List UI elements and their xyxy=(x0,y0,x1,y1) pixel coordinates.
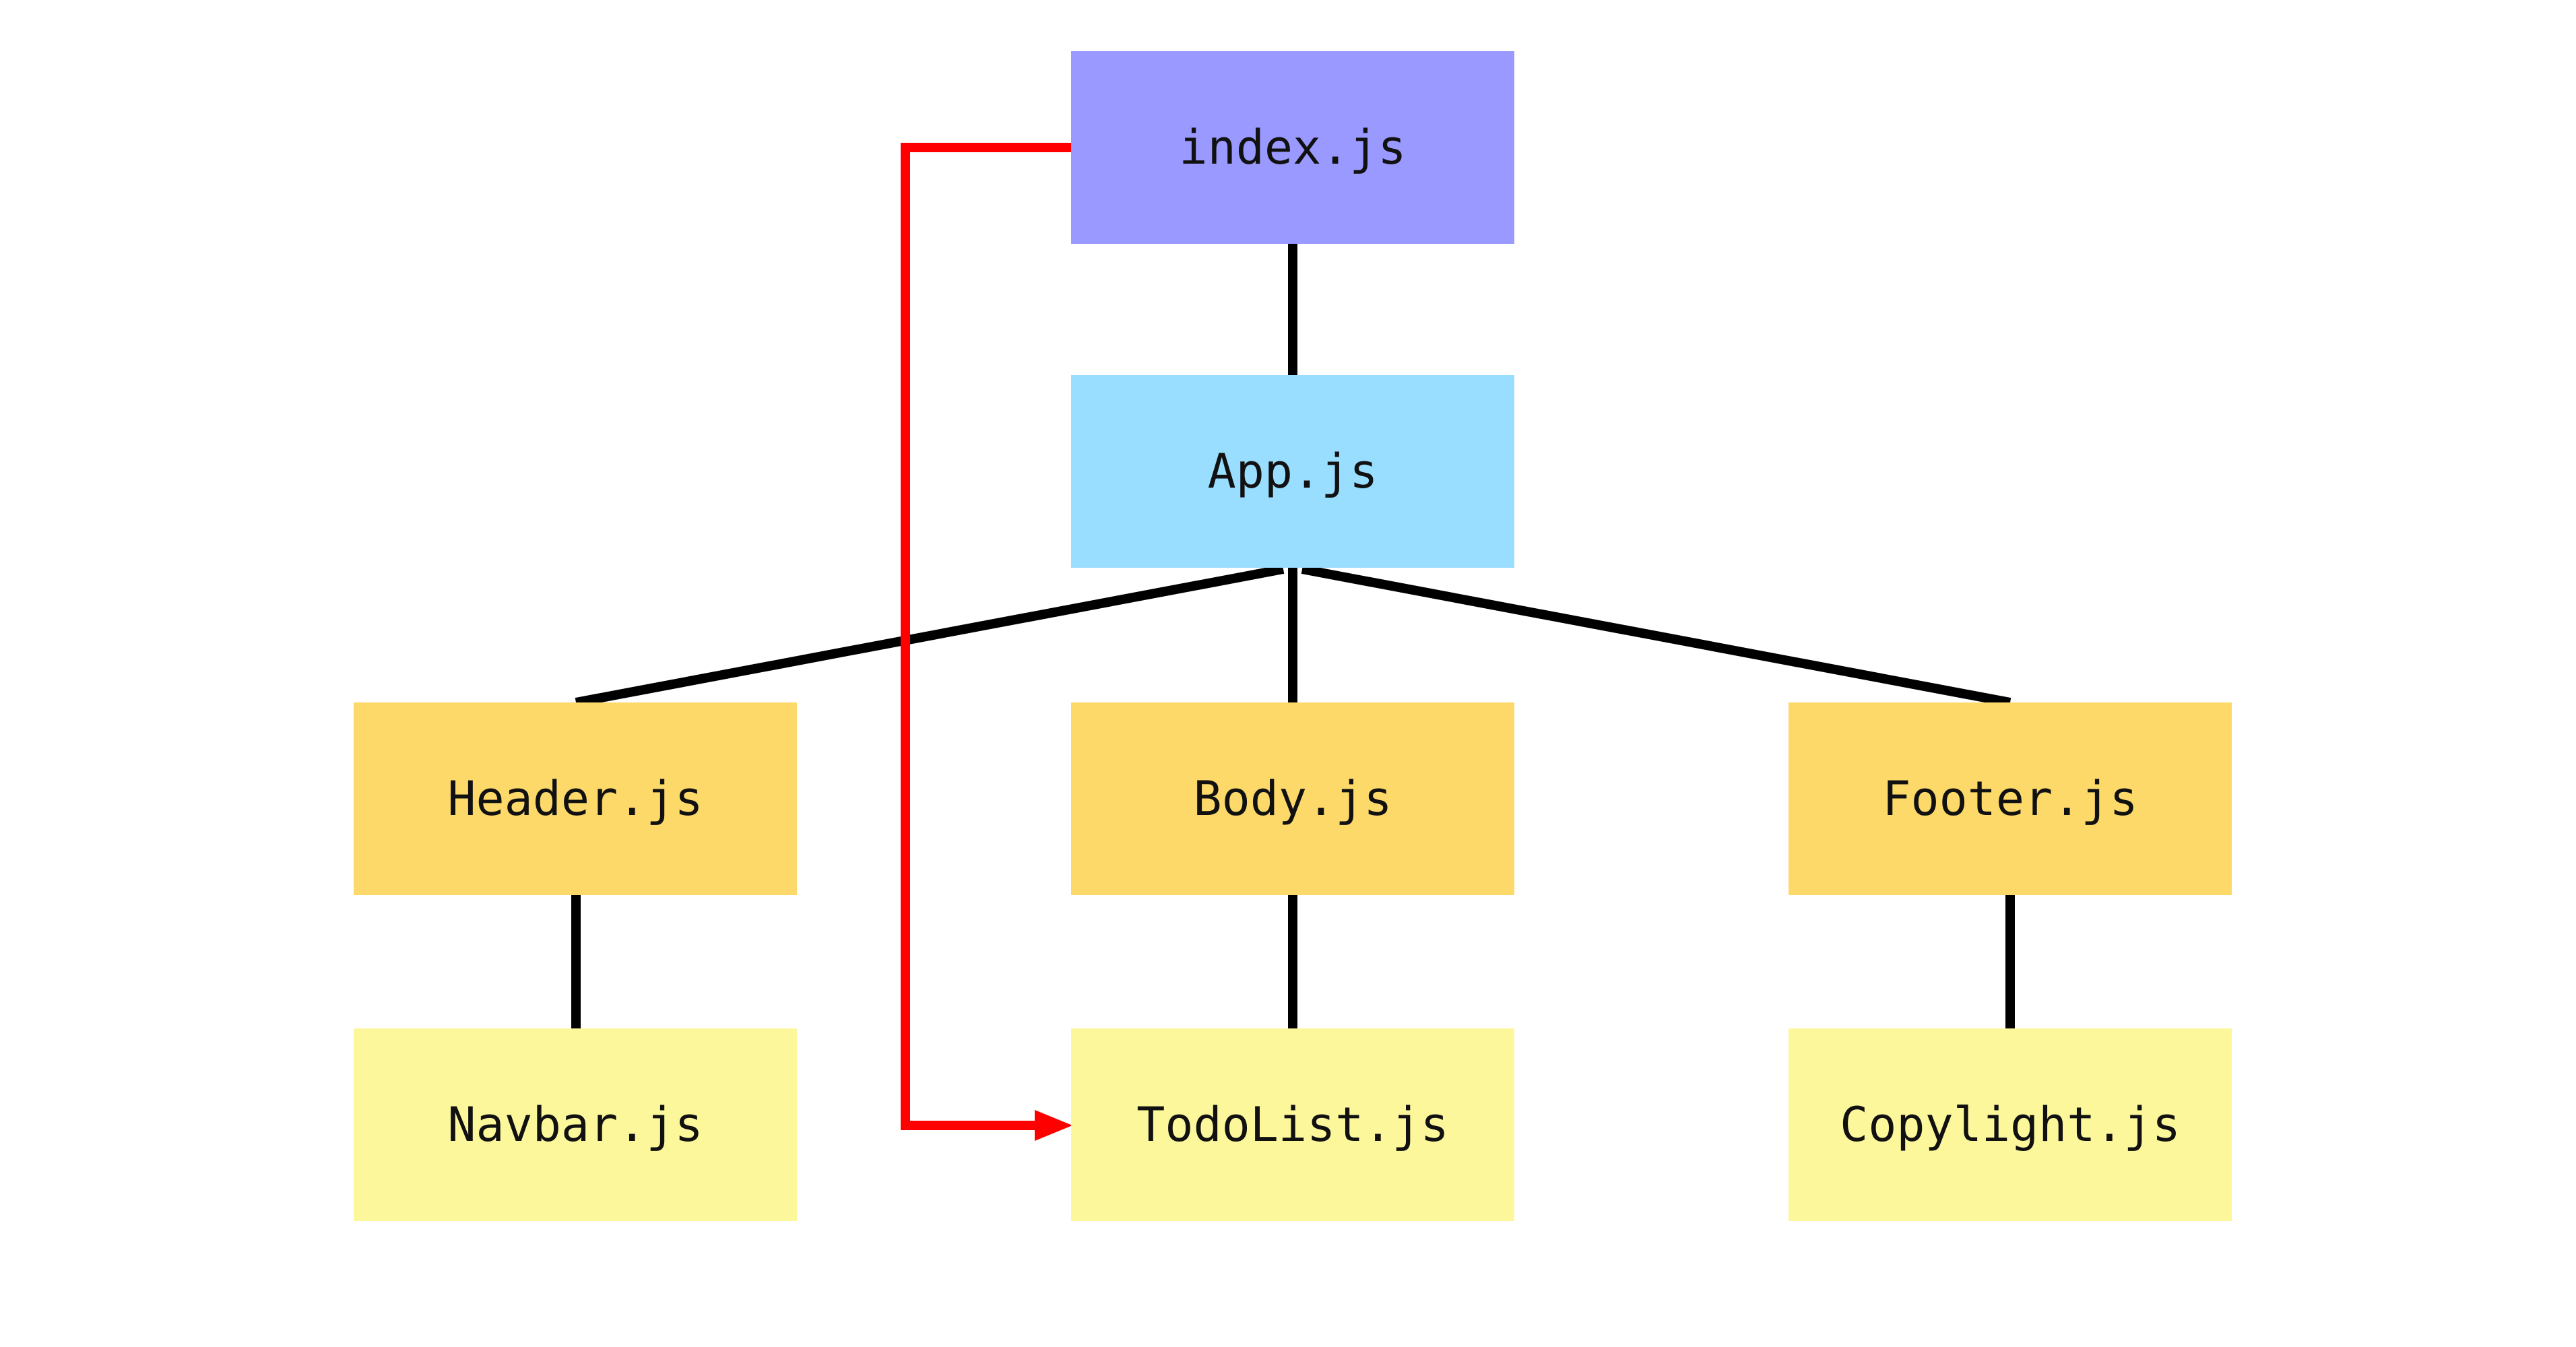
node-copylight-js: Copylight.js xyxy=(1789,1028,2232,1221)
node-index-js: index.js xyxy=(1071,51,1514,244)
node-body-js: Body.js xyxy=(1071,702,1514,895)
node-label: Header.js xyxy=(447,771,703,826)
node-navbar-js: Navbar.js xyxy=(354,1028,797,1221)
node-todolist-js: TodoList.js xyxy=(1071,1028,1514,1221)
node-label: App.js xyxy=(1207,444,1378,499)
red-arrowhead-icon xyxy=(1035,1110,1072,1141)
node-label: Navbar.js xyxy=(447,1097,703,1152)
node-label: Body.js xyxy=(1193,771,1392,826)
red-arrow-index-to-todolist xyxy=(901,143,1071,1130)
node-label: index.js xyxy=(1179,120,1407,175)
node-footer-js: Footer.js xyxy=(1789,702,2232,895)
node-header-js: Header.js xyxy=(354,702,797,895)
node-label: TodoList.js xyxy=(1136,1097,1449,1152)
edge-app-header xyxy=(575,564,1285,707)
edge-app-footer xyxy=(1301,564,2011,707)
node-label: Copylight.js xyxy=(1840,1097,2181,1152)
node-label: Footer.js xyxy=(1882,771,2138,826)
node-app-js: App.js xyxy=(1071,375,1514,568)
